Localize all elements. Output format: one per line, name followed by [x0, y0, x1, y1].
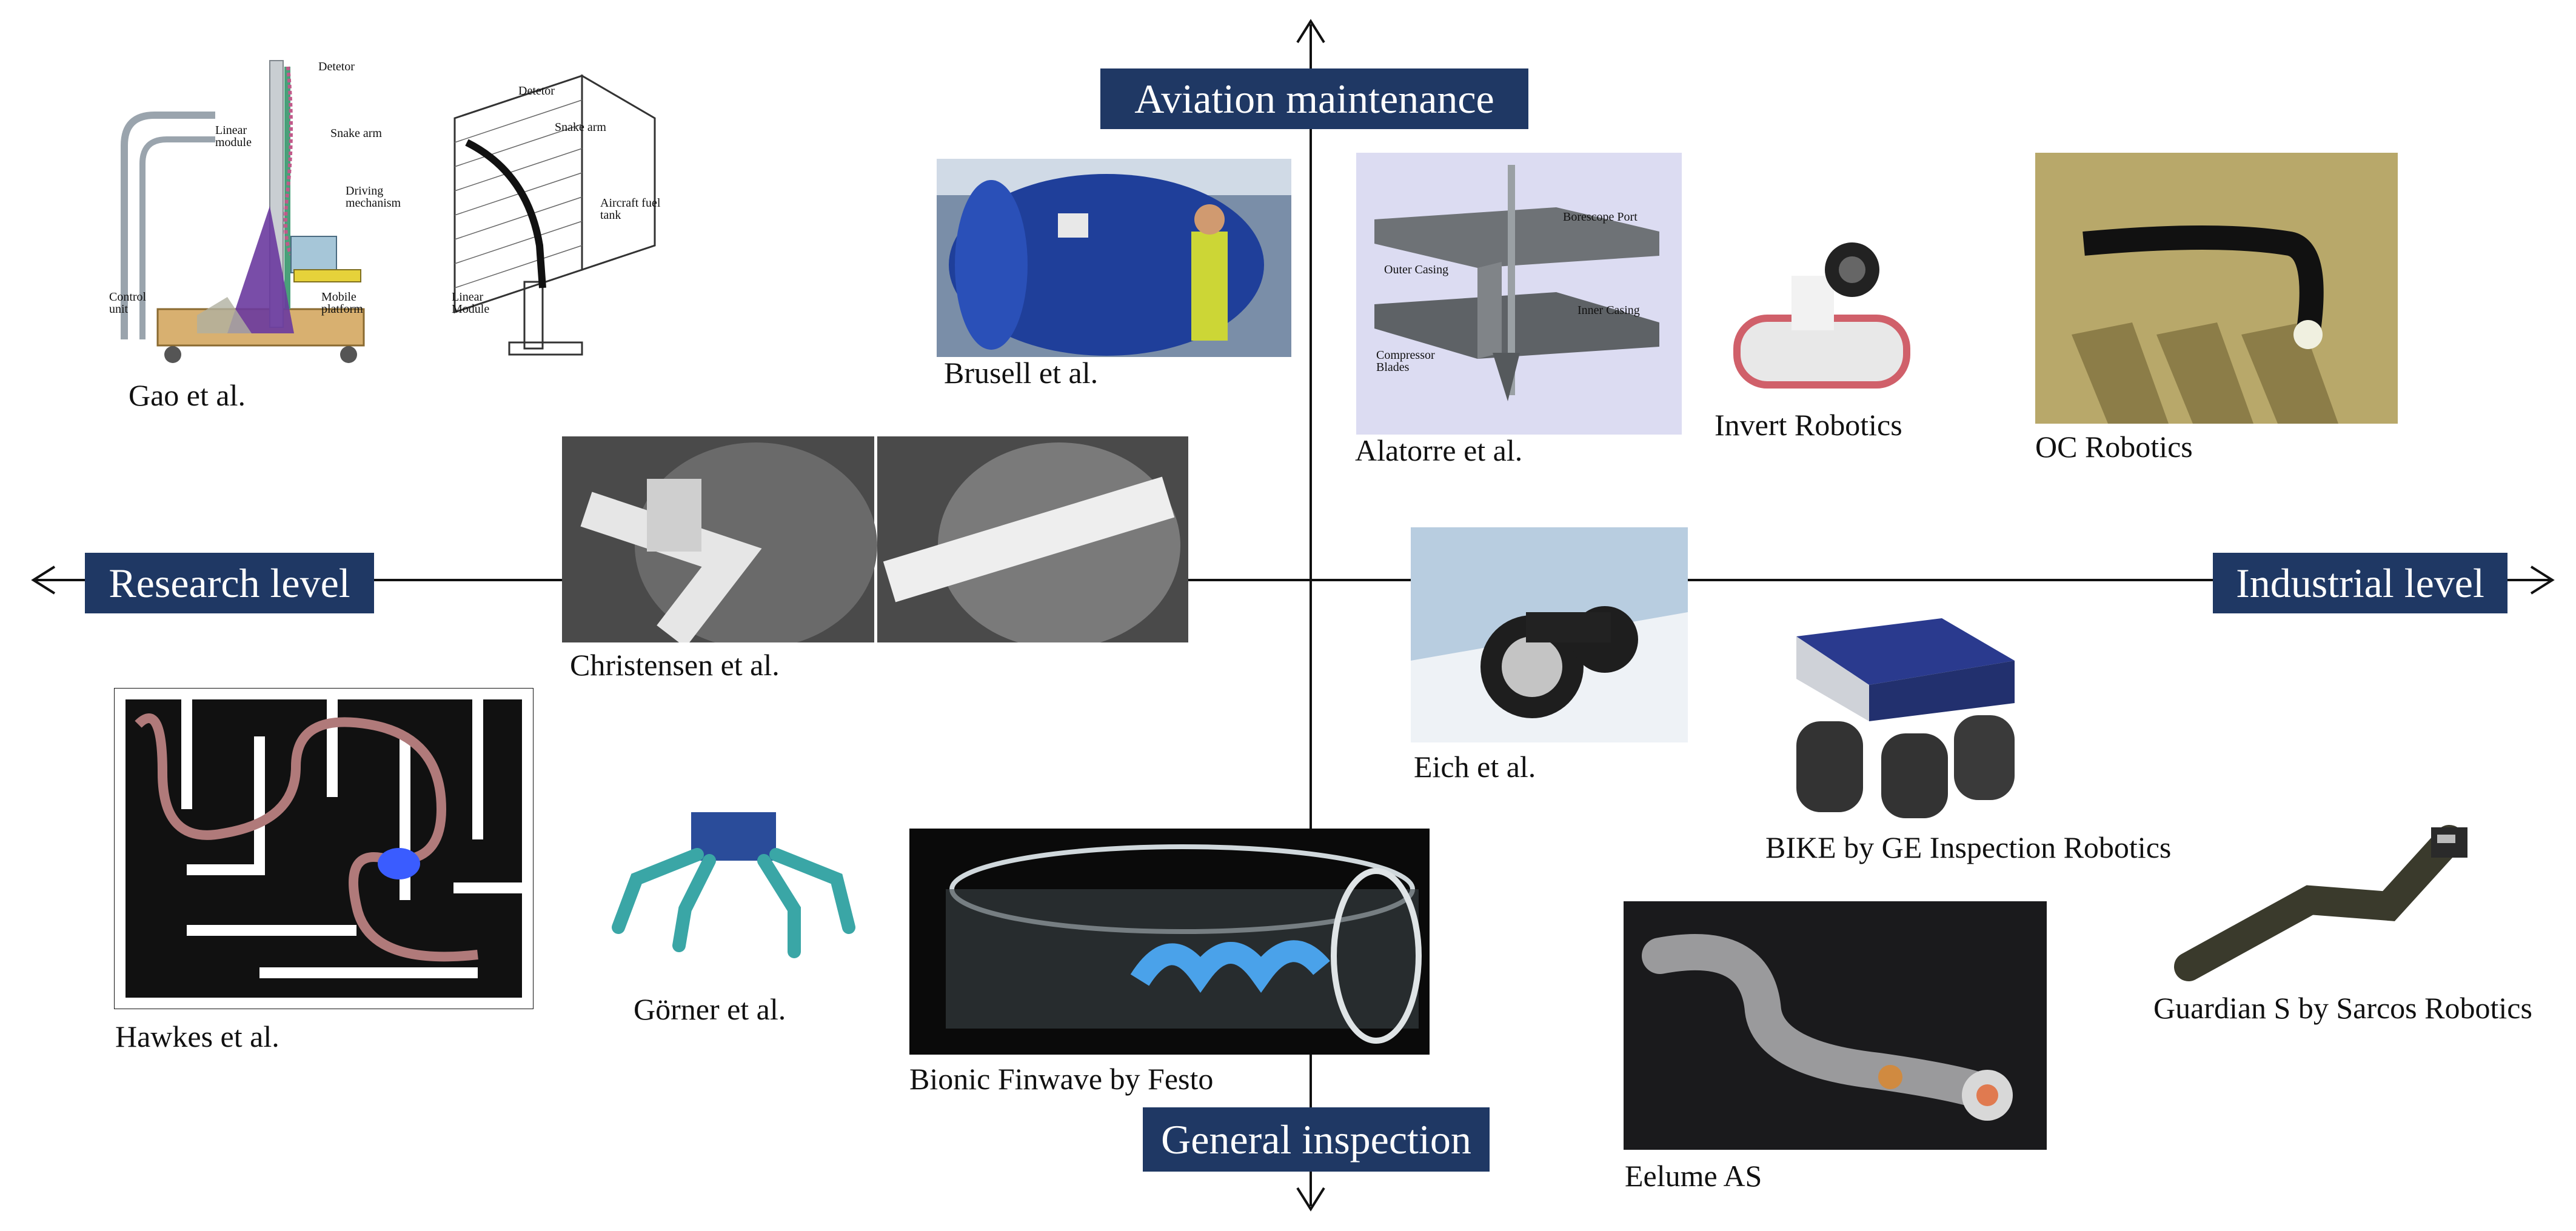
caption-christensen: Christensen et al.: [570, 648, 780, 682]
alatorre-label-inner-casing: Inner Casing: [1577, 304, 1640, 317]
gao-robot-diagram: [106, 55, 394, 370]
gao-label-mobile-platform: Mobile platform: [321, 290, 363, 316]
caption-gorner: Görner et al.: [634, 992, 786, 1026]
arrow-right: [2530, 565, 2555, 595]
arrow-up: [1296, 19, 1325, 44]
arrow-down: [1296, 1187, 1325, 1212]
gao2-label-aircraft-fuel-tank: Aircraft fuel tank: [600, 196, 661, 222]
axis-label-top: Aviation maintenance: [1100, 68, 1528, 129]
alatorre-label-compressor-blades: Compressor Blades: [1376, 349, 1435, 374]
caption-bike: BIKE by GE Inspection Robotics: [1765, 830, 2172, 864]
oc-robotics-photo: [2035, 153, 2398, 424]
alatorre-diagram: [1356, 153, 1682, 435]
gao2-label-detector: Detetor: [518, 84, 555, 98]
caption-gao: Gao et al.: [129, 378, 246, 412]
gao-label-driving-mechanism: Driving mechanism: [346, 184, 401, 210]
caption-alatorre: Alatorre et al.: [1355, 433, 1523, 467]
gao-label-detector: Detetor: [318, 60, 355, 73]
caption-hawkes: Hawkes et al.: [115, 1019, 279, 1053]
caption-brusell: Brusell et al.: [944, 356, 1099, 390]
gao2-label-linear-module: Linear Module: [452, 290, 490, 316]
axis-label-right: Industrial level: [2213, 553, 2507, 613]
gorner-photo: [600, 788, 870, 964]
eelume-photo: [1624, 901, 2047, 1150]
axis-label-bottom: General inspection: [1143, 1107, 1490, 1172]
caption-eich: Eich et al.: [1414, 750, 1536, 784]
eich-photo: [1411, 527, 1688, 742]
gao-fuel-tank-diagram: [443, 64, 667, 361]
caption-invert: Invert Robotics: [1715, 408, 1902, 442]
christensen-photo: [562, 436, 1188, 642]
caption-eelume: Eelume AS: [1625, 1159, 1762, 1193]
gao-label-linear-module: Linear module: [215, 124, 252, 149]
gao-label-control-unit: Control unit: [109, 290, 147, 316]
caption-finwave: Bionic Finwave by Festo: [909, 1062, 1214, 1096]
hawkes-photo: [114, 688, 534, 1009]
caption-guardian: Guardian S by Sarcos Robotics: [2153, 991, 2532, 1025]
caption-oc: OC Robotics: [2035, 430, 2193, 464]
finwave-photo: [909, 829, 1430, 1055]
bike-photo: [1760, 582, 2046, 822]
alatorre-label-outer-casing: Outer Casing: [1384, 263, 1449, 276]
invert-robotics-photo: [1725, 221, 1916, 398]
gao-label-snake-arm: Snake arm: [330, 127, 382, 140]
alatorre-label-borescope-port: Borescope Port: [1563, 210, 1638, 224]
gao2-label-snake-arm: Snake arm: [555, 121, 606, 134]
axis-label-left: Research level: [85, 553, 374, 613]
arrow-left: [31, 565, 56, 595]
brusell-photo: [937, 159, 1291, 357]
guardian-photo: [2170, 815, 2480, 982]
